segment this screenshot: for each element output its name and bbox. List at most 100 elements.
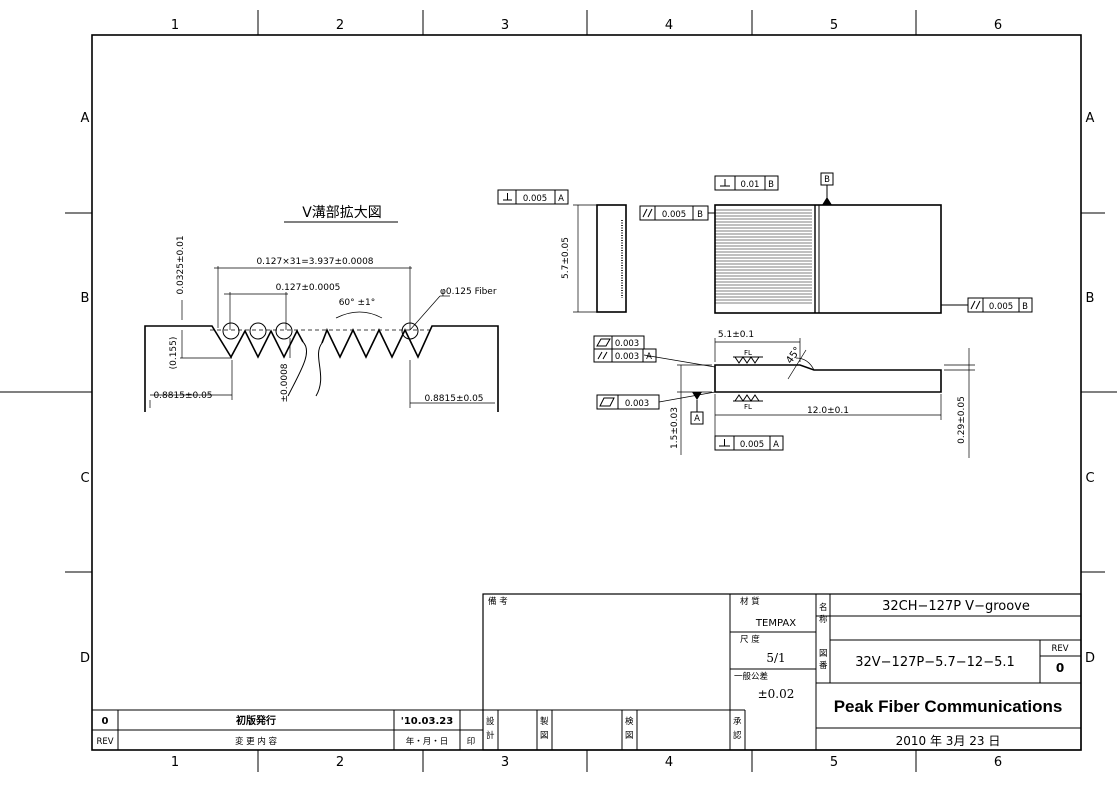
general-tolerance-label: 一般公差 — [734, 671, 768, 682]
front-finish-top: FL — [733, 349, 763, 364]
fiber-break-line-1 — [287, 341, 308, 397]
front-flatness-bottom-value: 0.003 — [625, 399, 649, 409]
zone-col-4-bottom: 4 — [665, 755, 673, 770]
parallelism-icon — [642, 208, 653, 218]
zone-col-1-top: 1 — [171, 18, 179, 33]
drawing-number-label-2: 番 — [819, 660, 828, 671]
revision-header-date: 年・月・日 — [406, 736, 449, 747]
side-view-gdt-frame: 0.005 A — [497, 189, 569, 205]
flatness-icon — [599, 397, 615, 407]
remarks-label: 備 考 — [488, 596, 508, 607]
top-view-datum-b: B — [820, 172, 834, 205]
finish-bottom-label: FL — [744, 403, 752, 411]
check-label-1: 検 — [625, 716, 634, 727]
top-perp-value: 0.01 — [741, 180, 760, 190]
zone-col-1-bottom: 1 — [171, 755, 179, 770]
zone-col-6-bottom: 6 — [994, 755, 1002, 770]
zone-row-c-left: C — [80, 471, 89, 486]
side-gdt-ref: A — [558, 194, 564, 204]
zone-row-b-left: B — [81, 291, 90, 306]
top-parallel-left-ref: B — [697, 210, 703, 220]
company-name: Peak Fiber Communications — [834, 697, 1063, 716]
surface-finish-icon — [733, 356, 763, 364]
datum-triangle-icon — [822, 197, 832, 205]
top-view-parallel-gdt-right: 0.005 B — [941, 297, 1033, 313]
perpendicularity-icon — [503, 193, 512, 201]
design-label-1: 設 — [486, 716, 495, 727]
perpendicularity-icon — [720, 179, 730, 187]
zone-col-3-top: 3 — [501, 18, 509, 33]
front-perp-frame: 0.005 A — [714, 420, 784, 451]
approve-label-2: 認 — [733, 730, 742, 741]
zone-col-2-top: 2 — [336, 18, 344, 33]
revision-number: 0 — [102, 716, 109, 727]
dim-left-land: 0.8815±0.05 — [153, 391, 212, 401]
front-thickness-dimension: 1.5±0.03 — [670, 407, 680, 449]
datum-b-label: B — [824, 175, 830, 185]
zone-row-a-left: A — [81, 111, 90, 126]
front-parallel-frame: 0.003 A — [593, 348, 716, 368]
zone-row-d-right: D — [1085, 651, 1095, 666]
revision-description: 初版発行 — [236, 714, 276, 727]
approve-label-1: 承 — [733, 717, 742, 727]
top-parallel-left-value: 0.005 — [662, 210, 686, 220]
zone-col-3-bottom: 3 — [501, 755, 509, 770]
zone-row-a-right: A — [1086, 111, 1095, 126]
material-value: TEMPAX — [755, 618, 796, 629]
title-block: 備 考 材 質 TEMPAX 尺 度 5/1 一般公差 ±0.02 名 称 32… — [482, 593, 1082, 751]
title-rev-label: REV — [1051, 644, 1068, 654]
parallelism-icon — [597, 351, 608, 360]
revision-header-description: 変 更 内 容 — [235, 736, 278, 747]
vgroove-profile — [144, 325, 499, 412]
name-label-1: 名 — [819, 602, 828, 613]
front-top-length: 5.1±0.1 — [718, 330, 754, 340]
drawing-number-label-1: 図 — [819, 649, 828, 659]
top-parallel-right-value: 0.005 — [989, 302, 1013, 312]
vgroove-enlarged-view: V溝部拡大図 — [144, 205, 499, 412]
revision-header-seal: 印 — [467, 736, 476, 747]
front-flatness-bottom-frame: 0.003 — [596, 391, 716, 410]
surface-finish-icon — [733, 394, 763, 402]
fiber-circles — [222, 322, 419, 340]
front-datum-a: A — [690, 392, 704, 425]
dim-groove-depth: (0.155) — [169, 337, 179, 370]
dim-vertical-tolerance: ±0.0008 — [280, 363, 290, 402]
front-view-outline — [714, 364, 942, 393]
finish-top-label: FL — [744, 349, 752, 357]
title-rev-value: 0 — [1056, 661, 1064, 675]
front-view: 5.1±0.1 FL FL 45° 0.003 0.003 A — [593, 330, 975, 458]
front-flatness-top-frame: 0.003 — [593, 335, 645, 350]
dim-top-height: 0.0325±0.01 — [176, 235, 186, 294]
side-view: 0.005 A 5.7±0.05 — [497, 189, 627, 313]
zone-row-d-left: D — [80, 651, 90, 666]
front-flatness-top-value: 0.003 — [615, 339, 639, 349]
check-label-2: 図 — [625, 731, 634, 741]
top-view-perp-gdt-frame: 0.01 B — [714, 175, 779, 191]
front-perp-value: 0.005 — [740, 440, 764, 450]
dim-pitch: 0.127±0.0005 — [276, 283, 341, 293]
top-view-parallel-gdt-left: 0.005 B — [639, 205, 715, 221]
front-datum-label: A — [694, 414, 700, 424]
general-tolerance-value: ±0.02 — [758, 687, 795, 701]
signature-labels: 設 計 製 図 検 図 承 認 — [486, 716, 742, 741]
top-view: 0.01 B B 0.005 B 0.005 B — [639, 172, 1033, 314]
material-label: 材 質 — [740, 596, 760, 607]
fiber-break-line-2 — [315, 342, 323, 397]
zone-row-b-right: B — [1086, 291, 1095, 306]
revision-block: 0 初版発行 '10.03.23 REV 変 更 内 容 年・月・日 印 — [92, 709, 483, 750]
zone-col-4-top: 4 — [665, 18, 673, 33]
drafting-label-2: 図 — [540, 731, 549, 741]
front-length-dimension: 12.0±0.1 — [807, 406, 849, 416]
part-name: 32CH−127P V−groove — [882, 599, 1030, 614]
side-height-dimension: 5.7±0.05 — [561, 237, 571, 279]
vgroove-view-title: V溝部拡大図 — [302, 205, 382, 221]
datum-triangle-icon — [692, 392, 702, 400]
dim-pitch-total: 0.127×31=3.937±0.0008 — [256, 257, 373, 267]
drafting-label-1: 製 — [540, 716, 549, 727]
top-perp-ref: B — [768, 180, 774, 190]
revision-date: '10.03.23 — [401, 716, 453, 727]
name-label-2: 称 — [819, 614, 828, 625]
front-parallel-value: 0.003 — [615, 352, 639, 362]
flatness-icon — [596, 338, 611, 347]
